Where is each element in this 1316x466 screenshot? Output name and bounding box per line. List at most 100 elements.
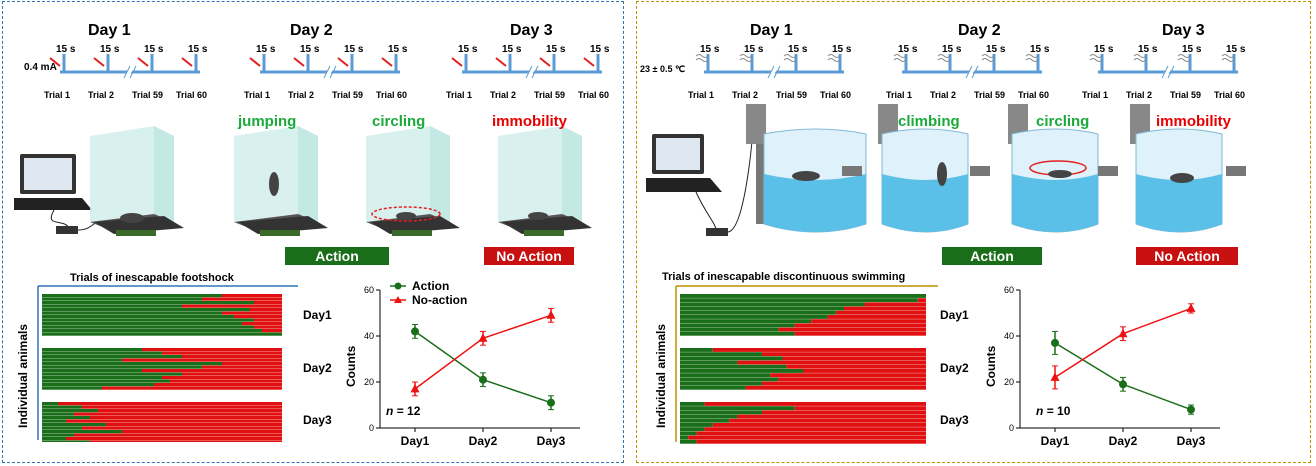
heatmap-red-segment bbox=[262, 329, 282, 333]
shock-icon bbox=[181, 57, 193, 67]
heatmap-green-segment bbox=[42, 332, 282, 336]
interval-label: 15 s bbox=[502, 44, 522, 55]
timeline-break-mark bbox=[965, 65, 973, 79]
heatmap-red-segment bbox=[729, 418, 926, 423]
shock-chamber-4-icon bbox=[498, 126, 592, 236]
heatmap-green-segment bbox=[42, 301, 254, 305]
shock-chamber-1-icon bbox=[90, 126, 184, 236]
heatmap-red-segment bbox=[712, 348, 926, 352]
heatmap-green-segment bbox=[42, 372, 182, 376]
heatmap-red-segment bbox=[162, 351, 282, 355]
interval-label: 15 s bbox=[1182, 44, 1202, 55]
water-wave-icon bbox=[695, 54, 709, 62]
interval-label: 15 s bbox=[898, 44, 918, 55]
heatmap-red-segment bbox=[250, 308, 282, 312]
shock-icon bbox=[137, 57, 149, 67]
heatmap-green-segment bbox=[680, 373, 771, 378]
timeline-break bbox=[324, 66, 334, 78]
heatmap-red-segment bbox=[762, 352, 926, 357]
heatmap-green-segment bbox=[42, 383, 154, 387]
behavior-circling-swim: circling bbox=[1036, 113, 1090, 130]
heatmap-green-segment bbox=[42, 437, 66, 441]
heatmap-green-segment bbox=[42, 433, 74, 437]
trial-label: Trial 60 bbox=[820, 90, 851, 100]
camera-icon bbox=[970, 166, 990, 176]
trial-label: Trial 59 bbox=[1170, 90, 1201, 100]
chart-ylabel: Counts bbox=[344, 345, 358, 387]
heatmap-red-segment bbox=[162, 376, 282, 380]
heatmap-green-segment bbox=[680, 364, 787, 369]
heatmap-red-segment bbox=[712, 423, 926, 427]
interval-label: 15 s bbox=[144, 44, 164, 55]
heatmap-green-segment bbox=[42, 351, 162, 355]
heatmap-red-segment bbox=[90, 440, 282, 442]
heatmap-green-segment bbox=[680, 352, 762, 357]
heatmap-red-segment bbox=[106, 423, 282, 427]
heatmap-green-segment bbox=[42, 322, 242, 326]
interval-label: 15 s bbox=[458, 44, 478, 55]
water-wave-icon bbox=[783, 54, 797, 62]
timeline-break-mark bbox=[525, 65, 533, 79]
interval-label: 15 s bbox=[744, 44, 764, 55]
timeline-break-mark bbox=[129, 65, 137, 79]
shock-chamber-3-icon bbox=[366, 126, 460, 236]
heatmap-green-segment bbox=[42, 318, 254, 322]
trial-label: Trial 60 bbox=[376, 90, 407, 100]
trial-label: Trial 59 bbox=[534, 90, 565, 100]
trial-label: Trial 59 bbox=[776, 90, 807, 100]
interval-label: 15 s bbox=[700, 44, 720, 55]
interval-label: 15 s bbox=[1030, 44, 1050, 55]
legend-label: No-action bbox=[412, 293, 467, 307]
heatmap-red-segment bbox=[827, 315, 926, 319]
heatmap-green-segment bbox=[42, 369, 142, 373]
heatmap-green-segment bbox=[42, 386, 102, 390]
behavior-climbing: climbing bbox=[898, 113, 960, 130]
swim-tank-3-icon bbox=[1008, 104, 1099, 233]
heatmap-red-segment bbox=[222, 294, 282, 298]
heatmap-red-segment bbox=[704, 402, 926, 406]
x-tick-label: Day3 bbox=[1177, 434, 1206, 448]
heatmap-red-segment bbox=[762, 381, 926, 386]
legend-marker bbox=[394, 282, 402, 290]
data-point bbox=[411, 327, 419, 336]
swim-tank-2-icon bbox=[878, 104, 969, 233]
heatmap-green-segment bbox=[42, 419, 66, 423]
x-tick-label: Day1 bbox=[401, 434, 430, 448]
shock-icon bbox=[293, 57, 305, 67]
heatmap-green-segment bbox=[42, 412, 74, 416]
heatmap-red-segment bbox=[222, 311, 282, 315]
interval-label: 15 s bbox=[100, 44, 120, 55]
trial-label: Trial 60 bbox=[1214, 90, 1245, 100]
heatmap-green-segment bbox=[42, 325, 254, 329]
heatmap-green-segment bbox=[680, 348, 713, 352]
heatmap-green-segment bbox=[42, 405, 82, 409]
y-tick-label: 60 bbox=[1004, 285, 1014, 295]
heatmap-green-segment bbox=[42, 362, 222, 366]
shock-icon bbox=[583, 57, 595, 67]
y-tick-label: 40 bbox=[1004, 331, 1014, 341]
interval-label: 15 s bbox=[590, 44, 610, 55]
behavior-jumping: jumping bbox=[238, 113, 297, 130]
heatmap-green-segment bbox=[42, 409, 98, 413]
heatmap-green-segment bbox=[42, 416, 90, 420]
day3-title: Day 3 bbox=[510, 22, 553, 39]
interval-label: 15 s bbox=[942, 44, 962, 55]
heatmap-green-segment bbox=[680, 369, 803, 373]
data-point bbox=[410, 383, 420, 393]
trial-label: Trial 60 bbox=[176, 90, 207, 100]
heatmap-green-segment bbox=[680, 331, 795, 336]
heatmap-red-segment bbox=[803, 369, 926, 373]
trial-label: Trial 2 bbox=[490, 90, 516, 100]
heatmap-red-segment bbox=[142, 348, 282, 352]
heatmap-green-segment bbox=[42, 311, 222, 315]
heatmap-red-segment bbox=[182, 304, 282, 308]
heatmap-red-segment bbox=[696, 431, 926, 436]
heatmap-green-segment bbox=[680, 306, 844, 311]
camera-icon bbox=[1226, 166, 1246, 176]
heatmap-red-segment bbox=[782, 356, 926, 361]
heatmap-green-segment bbox=[680, 439, 697, 444]
water-wave-icon bbox=[1025, 54, 1039, 62]
shock-icon bbox=[249, 57, 261, 67]
sample-size: n = 12 bbox=[386, 404, 421, 418]
timeline-break-mark bbox=[123, 65, 131, 79]
